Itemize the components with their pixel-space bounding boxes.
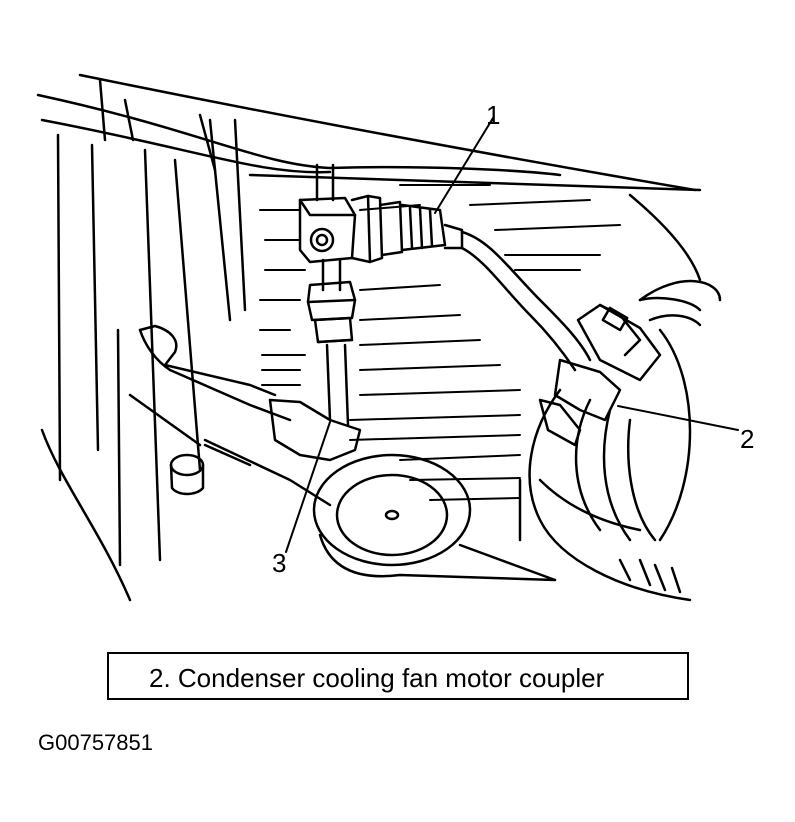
refrigerant-pipe — [315, 163, 350, 427]
horn-disc — [312, 453, 557, 582]
fan-motor-coupler — [538, 296, 702, 447]
radiator-support-outline — [36, 73, 702, 192]
legend-box: 2. Condenser cooling fan motor coupler — [107, 652, 689, 700]
fan-shroud-outline — [518, 193, 722, 602]
lower-bracket — [128, 324, 362, 507]
callout-label-1: 1 — [486, 100, 501, 130]
callout-label-3: 3 — [272, 548, 287, 578]
pressure-switch — [350, 194, 464, 264]
pipe-nut — [306, 280, 357, 344]
condenser-fins — [259, 184, 621, 501]
wire-harness — [460, 230, 592, 372]
engine-bay-line-drawing — [36, 73, 739, 602]
callout-label-2: 2 — [740, 424, 755, 454]
mount-knob — [169, 453, 205, 496]
leader-lines — [285, 117, 739, 553]
figure-id-label: G00757851 — [38, 730, 153, 755]
legend-caption: 2. Condenser cooling fan motor coupler — [149, 663, 605, 693]
pipe-fitting-block — [298, 196, 357, 264]
